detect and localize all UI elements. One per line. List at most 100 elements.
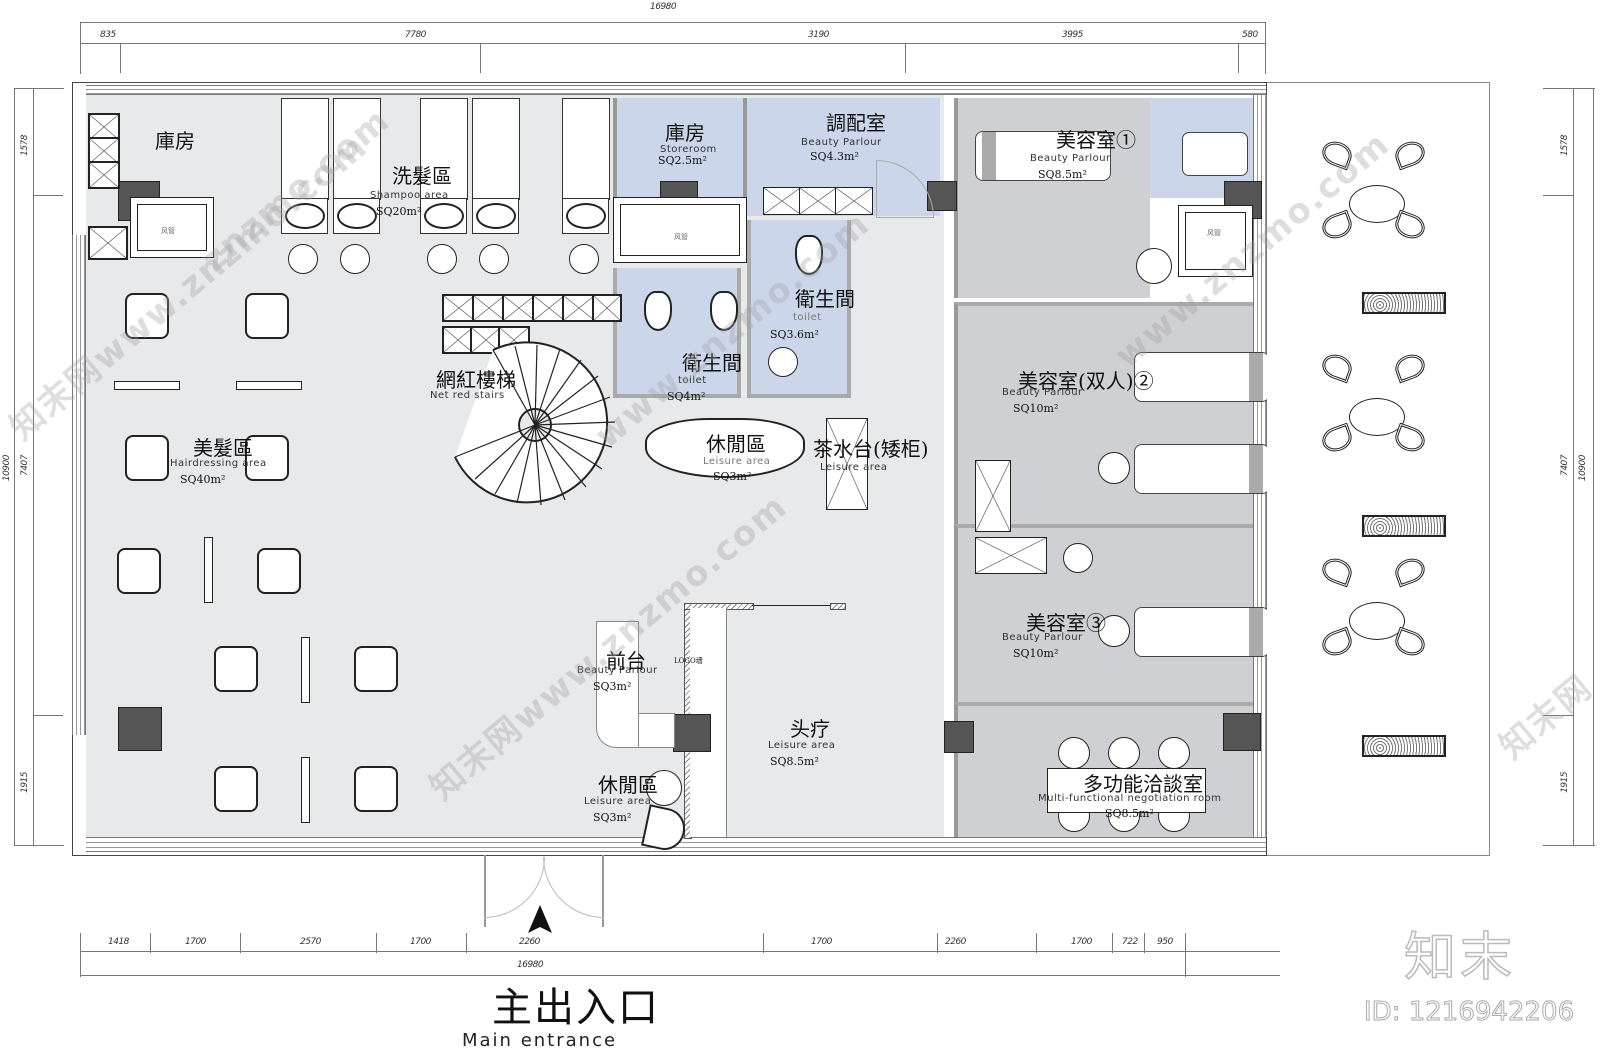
dim-bottom-seg-7: 2260 [945, 937, 966, 947]
room-label-hairdressing: 美髮區 [193, 436, 253, 460]
room-sq-head-spa: SQ8.5m² [770, 755, 819, 768]
room-label-beauty3: 美容室③ [1026, 611, 1106, 635]
dim-bottom-seg-5: 2260 [519, 937, 540, 947]
meeting-table [1047, 768, 1206, 813]
spiral-staircase[interactable] [445, 330, 625, 510]
dim-right-seg-2: 7407 [1560, 455, 1570, 476]
dim-left-seg-1: 1578 [20, 135, 30, 156]
room-sq-leisure-mid: SQ3m² [713, 470, 752, 483]
duct-box-storeroom: 风管 [613, 197, 747, 263]
mixing-cabinet [799, 187, 837, 215]
image-id: ID: 1216942206 [1363, 997, 1575, 1028]
room-sq-beauty1: SQ8.5m² [1038, 168, 1087, 181]
room-label-reception: 前台 [606, 649, 646, 673]
beauty-bed [1134, 352, 1270, 402]
dim-bottom-seg-9: 722 [1122, 937, 1138, 947]
dim-bottom-total: 16980 [517, 960, 544, 970]
toilet-b-floor [613, 268, 741, 398]
dim-bottom-seg-8: 1700 [1071, 937, 1092, 947]
dim-left-seg-3: 1915 [20, 772, 30, 793]
room-en-shampoo: Shampoo area [370, 190, 449, 201]
dim-bottom-seg-2: 1700 [185, 937, 206, 947]
room-sq-toilet-a: SQ3.6m² [770, 328, 819, 341]
dim-bottom-seg-1: 1418 [108, 937, 129, 947]
room-label-tea-bar: 茶水台(矮柜) [813, 437, 929, 461]
dim-left-seg-2: 7407 [20, 455, 30, 476]
outdoor-planter [1362, 292, 1446, 314]
reception-desk[interactable] [596, 621, 639, 748]
beauty-bed [1134, 607, 1270, 657]
room-en-tea-bar: Leisure area [820, 462, 888, 473]
duct-box-beauty1: 风管 [1178, 205, 1253, 277]
dim-right-total: 10900 [1578, 455, 1588, 482]
room-en-leisure-front: Leisure area [584, 796, 652, 807]
room-label-mixing: 調配室 [826, 111, 886, 135]
mixing-cabinet [763, 187, 801, 215]
room-label-head-spa: 头疗 [790, 717, 830, 741]
entrance-title-en: Main entrance [462, 1030, 618, 1051]
dim-top-total: 16980 [650, 2, 677, 12]
room-sq-meeting: SQ8.5m² [1105, 807, 1154, 820]
duct-box-left: 风管 [130, 197, 214, 258]
stair-cabinet [592, 294, 622, 322]
room-en-meeting: Multi-functional negotiation room [1038, 793, 1222, 804]
main-entrance-door[interactable] [484, 855, 604, 935]
outdoor-planter [1362, 735, 1446, 757]
column [118, 707, 162, 751]
stair-cabinet [442, 326, 474, 354]
room-label-toilet-a: 衛生間 [795, 287, 855, 311]
room-sq-shampoo: SQ20m² [376, 205, 422, 218]
room-label-toilet-b: 衛生間 [682, 351, 742, 375]
room-sq-storeroom: SQ2.5m² [658, 154, 707, 167]
brand-logo: 知末 [1403, 927, 1517, 989]
column [1223, 713, 1261, 751]
room-en-head-spa: Leisure area [768, 740, 836, 751]
stair-cabinet [562, 294, 596, 322]
room-en-toilet-b: toilet [678, 375, 707, 386]
stair-cabinet [442, 294, 476, 322]
room-en-reception: Beauty Parlour [577, 665, 658, 676]
stair-cabinet [502, 294, 536, 322]
dim-bottom-seg-10: 950 [1157, 937, 1173, 947]
duct-label: 风管 [1207, 229, 1221, 237]
storage-cabinet [88, 161, 120, 189]
dim-bottom-seg-3: 2570 [300, 937, 321, 947]
room-label-meeting: 多功能洽談室 [1083, 772, 1203, 796]
duct-label: 风管 [674, 233, 688, 241]
stair-cabinet [472, 294, 506, 322]
room-label-shampoo: 洗髮區 [392, 164, 452, 188]
dim-top-seg-1: 835 [100, 30, 116, 40]
stair-cabinet [532, 294, 566, 322]
room-en-beauty1: Beauty Parlour [1030, 153, 1111, 164]
room-en-toilet-a: toilet [793, 312, 822, 323]
dim-right-seg-3: 1915 [1560, 772, 1570, 793]
toilet-fixture [795, 235, 823, 275]
beauty3-sink [1063, 543, 1093, 573]
beauty-bed [975, 131, 1111, 181]
room-label-stairs: 網紅樓梯 [436, 368, 516, 392]
room-sq-mixing: SQ4.3m² [810, 150, 859, 163]
room-sq-reception: SQ3m² [593, 680, 632, 693]
room-label-beauty2: 美容室(双人)② [1018, 369, 1154, 393]
dim-left-total: 10900 [2, 455, 12, 482]
beauty3-cabinet [975, 537, 1047, 574]
toilet-sink [768, 347, 798, 377]
room-en-leisure-mid: Leisure area [703, 456, 771, 467]
room-label-storeroom: 庫房 [665, 121, 705, 145]
left-window-band [72, 235, 86, 735]
entrance-title-cn: 主出入口 [492, 985, 660, 1031]
dim-right-seg-1: 1578 [1560, 135, 1570, 156]
room-label-storage-left: 庫房 [155, 129, 195, 153]
curved-sofa[interactable] [645, 418, 805, 478]
beauty1-annex-tub [1182, 132, 1248, 176]
entrance-arrow-icon [528, 905, 552, 933]
beauty-stool [1136, 248, 1172, 284]
room-en-mixing: Beauty Parlour [801, 137, 882, 148]
column [944, 721, 974, 753]
beauty-stool [1098, 615, 1130, 647]
room-label-leisure-mid: 休閒區 [706, 432, 766, 456]
head-spa-sliding-line [752, 605, 830, 606]
toilet-fixture [710, 291, 738, 331]
reception-desk-return [639, 713, 675, 748]
room-en-hairdressing: Hairdressing area [170, 458, 267, 469]
